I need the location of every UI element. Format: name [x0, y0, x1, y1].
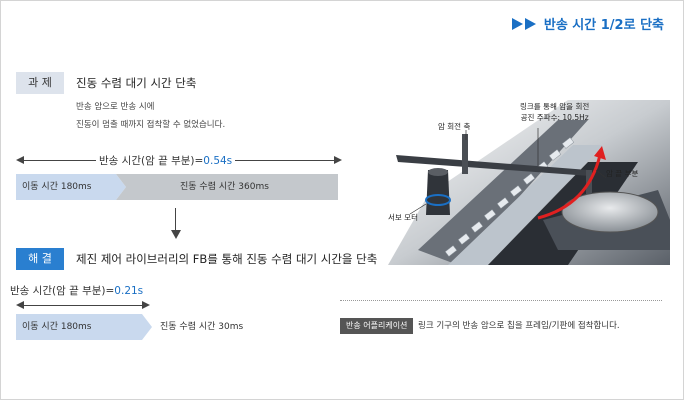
problem-move-segment [16, 174, 126, 200]
solution-total-value: 0.21s [114, 285, 144, 297]
problem-settle-label: 진동 수렴 시간 360ms [180, 182, 269, 192]
arrow-down-icon [171, 230, 181, 239]
flow-arrow-stem [175, 208, 176, 231]
problem-total-label: 반송 시간(암 끝 부분)= [99, 155, 204, 167]
application-badge: 반송 어플리케이션 [340, 318, 414, 334]
label-arm-axis: 암 회전 축 [438, 122, 471, 131]
label-arm-tip: 암 끝 부분 [606, 169, 639, 178]
problem-total-caption: 반송 시간(암 끝 부분)=0.54s [96, 153, 236, 168]
problem-settle-segment [116, 174, 338, 200]
solution-span-line [20, 305, 146, 306]
problem-tag: 과 제 [16, 72, 64, 94]
arrow-left-icon [16, 301, 24, 309]
solution-move-segment [16, 314, 152, 340]
solution-total-caption: 반송 시간(암 끝 부분)=0.21s [10, 283, 144, 298]
problem-move-label: 이동 시간 180ms [22, 182, 92, 192]
label-servo-motor: 서보 모터 [388, 213, 418, 222]
label-link-line2: 공진 주파수: 10.5Hz [520, 113, 589, 122]
solution-time-bar [16, 314, 152, 340]
problem-desc-line2: 진동이 멈출 때까지 접착할 수 없었습니다. [76, 120, 226, 130]
problem-desc-line1: 반송 암으로 반송 시에 [76, 102, 155, 112]
arrow-left-icon [16, 156, 24, 164]
divider [340, 300, 662, 301]
application-text: 링크 기구의 반송 암으로 칩을 프레임/기판에 접착합니다. [418, 321, 620, 331]
double-arrow-right-icon [511, 17, 536, 30]
solution-settle-label: 진동 수렴 시간 30ms [160, 322, 244, 332]
arrow-right-icon [142, 301, 150, 309]
problem-title: 진동 수렴 대기 시간 단축 [76, 76, 197, 90]
problem-time-bar [16, 174, 338, 200]
solution-tag: 해 결 [16, 248, 64, 270]
problem-total-value: 0.54s [203, 155, 233, 167]
arrow-right-icon [334, 156, 342, 164]
machine-illustration [388, 100, 670, 265]
solution-move-label: 이동 시간 180ms [22, 322, 92, 332]
solution-title: 제진 제어 라이브러리의 FB를 통해 진동 수렴 대기 시간을 단축 [76, 252, 378, 266]
headline-text: 반송 시간 1/2로 단축 [543, 18, 664, 33]
solution-total-label: 반송 시간(암 끝 부분)= [10, 285, 115, 297]
headline: 반송 시간 1/2로 단축 [511, 14, 664, 33]
label-link-line1: 링크를 통해 암을 회전 [520, 102, 590, 111]
